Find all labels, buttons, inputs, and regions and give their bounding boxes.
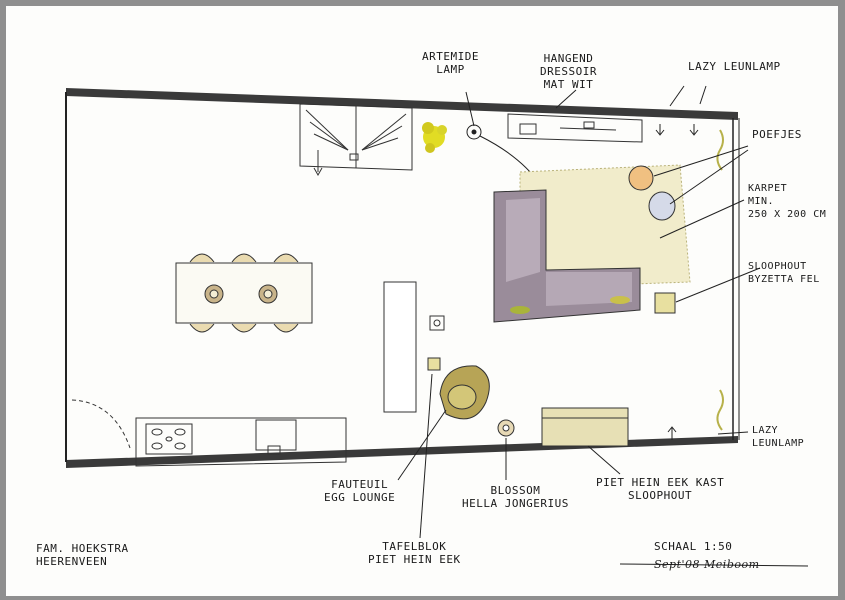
label-line: FAM. HOEKSTRA (36, 542, 129, 555)
label-line: 250 X 200 CM (748, 209, 827, 220)
label-artemide: ARTEMIDE LAMP (422, 50, 479, 76)
label-line: SLOOPHOUT (748, 261, 807, 272)
egg-lounge-chair (439, 365, 490, 420)
label-kast: PIET HEIN EEK KAST SLOOPHOUT (596, 476, 724, 502)
label-line: LEUNLAMP (752, 438, 805, 449)
label-sloophout-fel: SLOOPHOUT BYZETTA FEL (748, 260, 820, 286)
label-line: KARPET (748, 183, 788, 194)
blossom-lamp-icon (497, 419, 515, 437)
dining-table (175, 253, 313, 333)
label-line: PIET HEIN EEK KAST (596, 476, 725, 489)
label-line: MAT WIT (543, 78, 594, 91)
label-line: HEERENVEEN (36, 555, 108, 568)
poef-icon (628, 165, 676, 221)
leader-lines (397, 85, 809, 567)
staircase (299, 103, 413, 177)
hanging-dressoir (507, 113, 643, 143)
rug (519, 164, 691, 289)
label-tafelblok: TAFELBLOK PIET HEIN EEK (368, 540, 461, 566)
label-line: BLOSSOM (490, 484, 541, 497)
label-line: FAUTEUIL (331, 478, 389, 491)
label-line: BYZETTA FEL (748, 274, 820, 285)
label-lazy-bottom: LAZY LEUNLAMP (752, 424, 804, 450)
lazy-lamp-top-icon (655, 124, 699, 136)
top-wall (66, 88, 738, 120)
label-fauteuil: FAUTEUIL EGG LOUNGE (324, 478, 395, 504)
label-karpet: KARPET MIN. 250 X 200 CM (748, 182, 826, 221)
label-dressoir: HANGEND DRESSOIR MAT WIT (540, 52, 597, 91)
label-blossom: BLOSSOM HELLA JONGERIUS (462, 484, 569, 510)
label-line: ARTEMIDE (422, 50, 479, 63)
label-client: FAM. HOEKSTRA HEERENVEEN (36, 542, 129, 568)
socket-icon (429, 315, 445, 331)
kitchen-counter (135, 417, 347, 467)
label-line: LAMP (436, 63, 465, 76)
side-table (654, 292, 676, 314)
label-line: SLOOPHOUT (628, 489, 693, 502)
label-line: MIN. (748, 196, 775, 207)
label-line: HANGEND (543, 52, 594, 65)
label-line: TAFELBLOK (382, 540, 447, 553)
lazy-lamp-bottom-icon (667, 426, 677, 440)
label-line: LAZY (752, 425, 779, 436)
sofa (493, 189, 641, 323)
door-swing (71, 399, 131, 449)
label-line: DRESSOIR (540, 65, 597, 78)
piet-hein-eek-cabinet (541, 407, 629, 447)
label-lazy-top: LAZY LEUNLAMP (688, 60, 781, 73)
table-block (383, 281, 417, 413)
plant-icon (422, 122, 447, 153)
label-scale: SCHAAL 1:50 (654, 540, 733, 553)
label-line: EGG LOUNGE (324, 491, 396, 504)
label-line: HELLA JONGERIUS (462, 497, 569, 510)
signature: Sept'08 Meiboom (654, 558, 760, 571)
label-poefjes: POEFJES (752, 128, 802, 141)
label-line: PIET HEIN EEK (368, 553, 461, 566)
